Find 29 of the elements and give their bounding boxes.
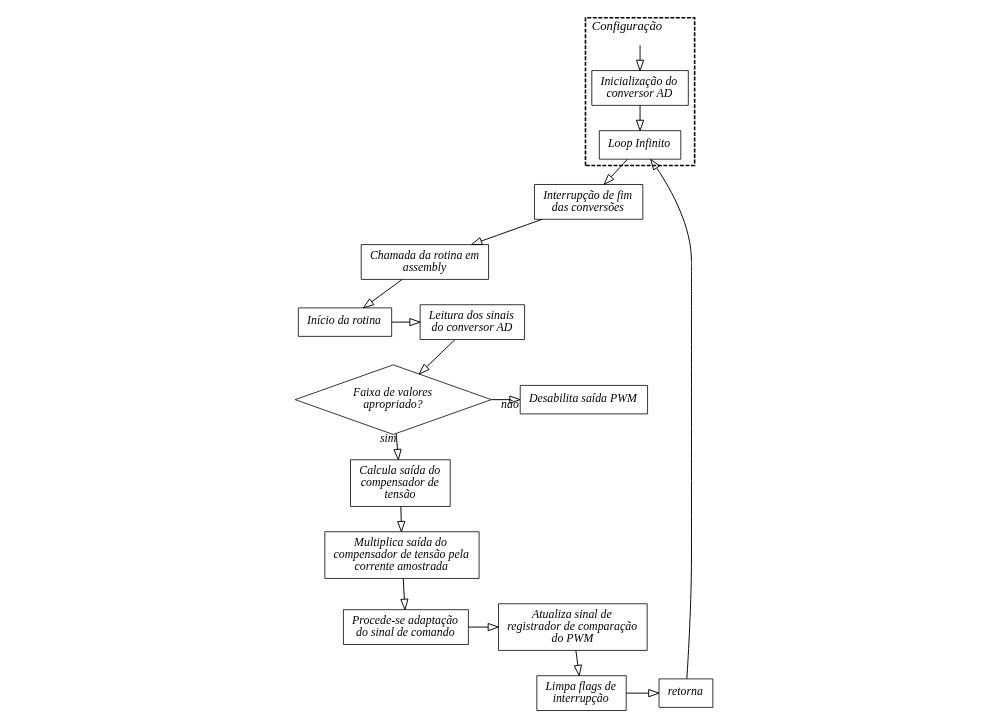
arrow [603,158,628,185]
node-box: retorna [658,678,713,708]
node-box: Inicialização do conversor AD [590,70,689,106]
arrow [418,339,455,375]
node-box: Procede-se adaptação do sinal de comando [342,609,469,645]
arrow [399,578,408,610]
arrow [390,318,421,327]
node-box: Atualiza sinal de registrador de comparação do PWM [497,603,648,651]
arrow [467,623,499,632]
node-box: Limpa flags de interrupção [535,675,627,711]
node-box: Calcula saída do compensador de tensão [349,459,451,507]
arrow [396,506,405,533]
arrow [470,218,543,246]
node-box: Início da rotina [297,307,392,337]
arrow [490,395,521,404]
node-box: Chamada da rotina em assembly [360,244,489,280]
arrow [362,278,403,309]
edge-label: não [500,397,519,412]
arrow [635,104,644,131]
node-box: Desabilita saída PWM [519,385,648,415]
arrow [649,158,692,680]
arrow [635,44,644,71]
node-box: Interrupção de fim das conversões [533,184,643,220]
arrow [392,433,402,461]
node-box: Loop Infinito [598,130,681,160]
arrow [625,689,659,698]
arrow [573,649,582,677]
node-box: Multiplica saída do compensador de tensão pela corrente amostrada [323,531,479,579]
node-box: Leitura dos sinais do conversor AD [419,304,525,340]
